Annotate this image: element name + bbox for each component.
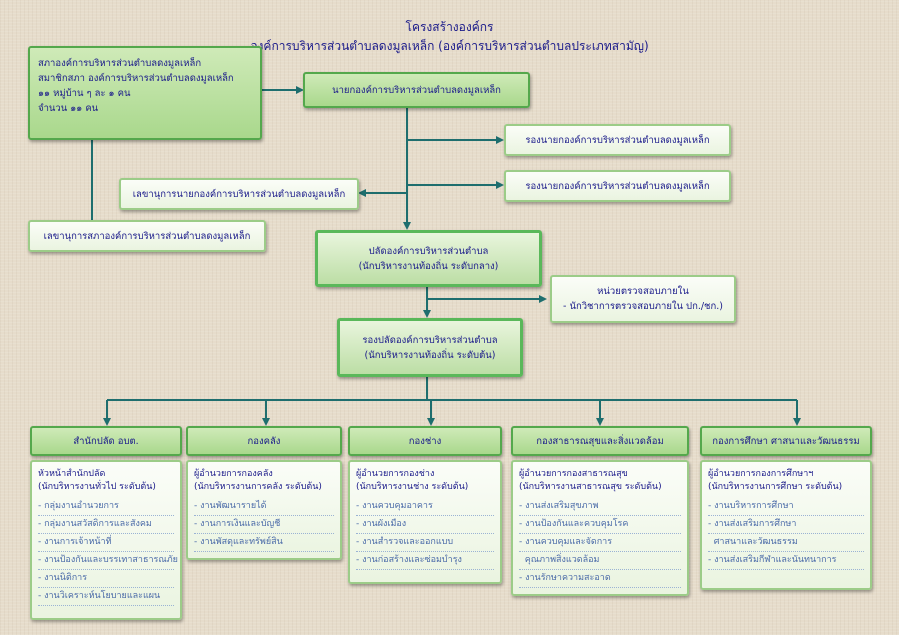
list-item: - งานการเงินและบัญชี — [194, 516, 334, 534]
department-chief-level: (นักบริหารงานทั่วไป ระดับต้น) — [38, 482, 156, 492]
department-name: สำนักปลัด อบต. — [73, 435, 139, 447]
list-item: คุณภาพสิ่งแวดล้อม — [519, 552, 681, 570]
mayor-label: นายกองค์การบริหารส่วนตำบลดงมูลเหล็ก — [332, 84, 501, 96]
list-item: - กลุ่มงานอำนวยการ — [38, 498, 174, 516]
list-item: - งานนิติการ — [38, 570, 174, 588]
deputy-mayor-box-2: รองนายกองค์การบริหารส่วนตำบลดงมูลเหล็ก — [504, 170, 731, 202]
department-name: กองสาธารณสุขและสิ่งแวดล้อม — [536, 435, 664, 447]
chart-subtitle: องค์การบริหารส่วนตำบลดงมูลเหล็ก (องค์การ… — [250, 39, 649, 53]
audit-staff: - นักวิชาการตรวจสอบภายใน ปก./ชก.) — [563, 301, 723, 312]
department-chief-title: ผู้อำนวยการกองการศึกษาฯ — [708, 469, 814, 479]
list-item: - งานวิเคราะห์นโยบายและแผน — [38, 588, 174, 606]
council-name: สภาองค์การบริหารส่วนตำบลดงมูลเหล็ก — [38, 58, 202, 69]
deputy-chief-title: รองปลัดองค์การบริหารส่วนตำบล — [362, 334, 498, 346]
list-item: - งานส่งเสริมสุขภาพ — [519, 498, 681, 516]
chief-admin-box: ปลัดองค์การบริหารส่วนตำบล (นักบริหารงานท… — [315, 230, 542, 287]
list-item: - งานการเจ้าหน้าที่ — [38, 534, 174, 552]
list-item: - งานผังเมือง — [356, 516, 494, 534]
mayor-secretary-label: เลขานุการนายกองค์การบริหารส่วนตำบลดงมูลเ… — [132, 188, 346, 200]
department-office-of-chief: สำนักปลัด อบต. หัวหน้าสำนักปลัด (นักบริห… — [30, 426, 182, 620]
department-chief-level: (นักบริหารงานการคลัง ระดับต้น) — [194, 482, 322, 492]
list-item: - งานพัสดุและทรัพย์สิน — [194, 534, 334, 552]
department-chief-level: (นักบริหารงานสาธารณสุข ระดับต้น) — [519, 482, 662, 492]
department-public-health: กองสาธารณสุขและสิ่งแวดล้อม ผู้อำนวยการกอ… — [511, 426, 689, 596]
department-chief-title: ผู้อำนวยการกองคลัง — [194, 469, 273, 479]
department-header: กองคลัง — [186, 426, 342, 456]
department-body: ผู้อำนวยการกองสาธารณสุข (นักบริหารงานสาธ… — [511, 460, 689, 596]
list-item: - งานป้องกันและบรรเทาสาธารณภัย — [38, 552, 178, 570]
department-task-list: - งานส่งเสริมสุขภาพ - งานป้องกันและควบคุ… — [519, 498, 681, 588]
deputy-chief-level: (นักบริหารงานท้องถิ่น ระดับต้น) — [364, 349, 496, 361]
department-task-list: - งานบริหารการศึกษา - งานส่งเสริมการศึกษ… — [708, 498, 864, 570]
list-item: - งานบริหารการศึกษา — [708, 498, 864, 516]
mayor-box: นายกองค์การบริหารส่วนตำบลดงมูลเหล็ก — [303, 72, 530, 108]
list-item: - งานสำรวจและออกแบบ — [356, 534, 494, 552]
council-members: สมาชิกสภา องค์การบริหารส่วนตำบลดงมูลเหล็… — [38, 73, 234, 84]
council-secretary-label: เลขานุการสภาองค์การบริหารส่วนตำบลดงมูลเห… — [43, 230, 251, 242]
department-header: กองการศึกษา ศาสนาและวัฒนธรรม — [700, 426, 872, 456]
department-chief-title: ผู้อำนวยการกองช่าง — [356, 469, 435, 479]
chief-admin-title: ปลัดองค์การบริหารส่วนตำบล — [368, 245, 489, 257]
department-body: หัวหน้าสำนักปลัด (นักบริหารงานทั่วไป ระด… — [30, 460, 182, 620]
department-task-list: - กลุ่มงานอำนวยการ - กลุ่มงานสวัสดิการแล… — [38, 498, 178, 606]
council-box: สภาองค์การบริหารส่วนตำบลดงมูลเหล็ก สมาชิ… — [28, 46, 262, 140]
department-body: ผู้อำนวยการกองช่าง (นักบริหารงานช่าง ระด… — [348, 460, 502, 584]
department-task-list: - งานพัฒนารายได้ - งานการเงินและบัญชี - … — [194, 498, 334, 552]
department-header: สำนักปลัด อบต. — [30, 426, 182, 456]
department-name: กองคลัง — [247, 435, 281, 447]
department-name: กองการศึกษา ศาสนาและวัฒนธรรม — [712, 435, 860, 447]
list-item: - งานควบคุมและจัดการ — [519, 534, 681, 552]
department-header: กองช่าง — [348, 426, 502, 456]
deputy-mayor-label-2: รองนายกองค์การบริหารส่วนตำบลดงมูลเหล็ก — [525, 180, 710, 192]
list-item: - งานส่งเสริมกีฬาและนันทนาการ — [708, 552, 864, 570]
list-item: - งานพัฒนารายได้ — [194, 498, 334, 516]
deputy-mayor-label-1: รองนายกองค์การบริหารส่วนตำบลดงมูลเหล็ก — [525, 134, 710, 146]
council-count: จำนวน ๑๑ คน — [38, 103, 99, 114]
list-item: - งานควบคุมอาคาร — [356, 498, 494, 516]
deputy-chief-box: รองปลัดองค์การบริหารส่วนตำบล (นักบริหารง… — [337, 318, 523, 377]
chart-title: โครงสร้างองค์กร — [405, 20, 494, 34]
department-header: กองสาธารณสุขและสิ่งแวดล้อม — [511, 426, 689, 456]
list-item: - งานรักษาความสะอาด — [519, 570, 681, 588]
list-item: - กลุ่มงานสวัสดิการและสังคม — [38, 516, 174, 534]
department-finance: กองคลัง ผู้อำนวยการกองคลัง (นักบริหารงาน… — [186, 426, 342, 560]
list-item: - งานส่งเสริมการศึกษา — [708, 516, 864, 534]
list-item: ศาสนาและวัฒนธรรม — [708, 534, 864, 552]
department-body: ผู้อำนวยการกองการศึกษาฯ (นักบริหารงานการ… — [700, 460, 872, 590]
chief-admin-level: (นักบริหารงานท้องถิ่น ระดับกลาง) — [358, 260, 499, 272]
department-chief-title: หัวหน้าสำนักปลัด — [38, 469, 106, 479]
department-name: กองช่าง — [408, 435, 442, 447]
mayor-secretary-box: เลขานุการนายกองค์การบริหารส่วนตำบลดงมูลเ… — [119, 178, 359, 210]
department-body: ผู้อำนวยการกองคลัง (นักบริหารงานการคลัง … — [186, 460, 342, 560]
department-chief-level: (นักบริหารงานการศึกษา ระดับต้น) — [708, 482, 843, 492]
council-secretary-box: เลขานุการสภาองค์การบริหารส่วนตำบลดงมูลเห… — [28, 220, 266, 252]
department-chief-title: ผู้อำนวยการกองสาธารณสุข — [519, 469, 628, 479]
internal-audit-box: หน่วยตรวจสอบภายใน - นักวิชาการตรวจสอบภาย… — [550, 275, 736, 323]
deputy-mayor-box-1: รองนายกองค์การบริหารส่วนตำบลดงมูลเหล็ก — [504, 124, 731, 156]
list-item: - งานป้องกันและควบคุมโรค — [519, 516, 681, 534]
list-item: - งานก่อสร้างและซ่อมบำรุง — [356, 552, 494, 570]
department-education: กองการศึกษา ศาสนาและวัฒนธรรม ผู้อำนวยการ… — [700, 426, 872, 590]
department-task-list: - งานควบคุมอาคาร - งานผังเมือง - งานสำรว… — [356, 498, 494, 570]
department-chief-level: (นักบริหารงานช่าง ระดับต้น) — [356, 482, 469, 492]
audit-title: หน่วยตรวจสอบภายใน — [597, 286, 689, 297]
department-engineering: กองช่าง ผู้อำนวยการกองช่าง (นักบริหารงาน… — [348, 426, 502, 584]
council-villages: ๑๑ หมู่บ้าน ๆ ละ ๑ คน — [38, 88, 131, 99]
